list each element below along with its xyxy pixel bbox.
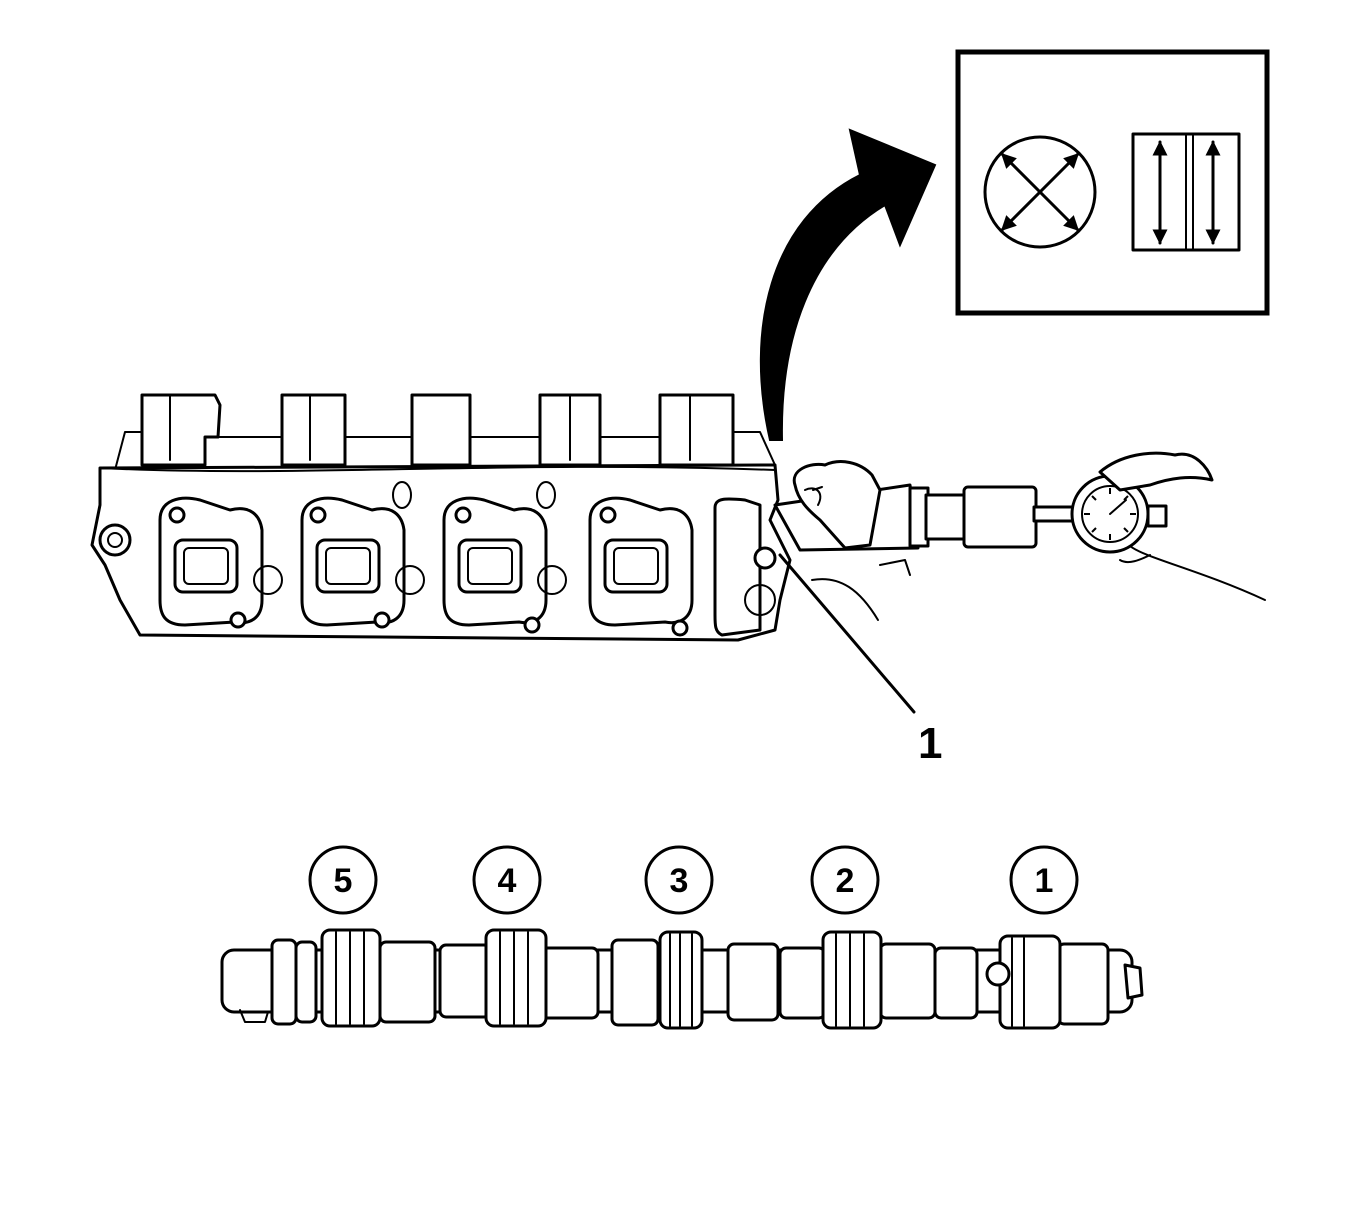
measurement-inset	[955, 49, 1270, 316]
journal-circle	[1009, 845, 1079, 915]
journal-circle	[810, 845, 880, 915]
journal-circle	[644, 845, 714, 915]
taper-measurement-icon	[1131, 132, 1241, 252]
inset-frame	[955, 49, 1270, 316]
cam-lobe	[726, 942, 780, 1022]
journal-circle	[308, 845, 378, 915]
cylinder-head	[90, 393, 792, 642]
head-boss	[98, 523, 132, 557]
cam-lobe	[610, 938, 660, 1027]
journal-label: 2	[836, 862, 855, 900]
exhaust-port	[158, 496, 264, 629]
curved-pointer-arrow	[759, 128, 937, 441]
bearing-journal	[658, 930, 704, 1030]
journal-label: 1	[1035, 862, 1054, 900]
bearing-journal	[484, 928, 548, 1028]
round-bore-diameter-icon	[983, 135, 1097, 249]
exhaust-port	[300, 496, 406, 629]
cam-lobe	[1056, 942, 1110, 1026]
bearing-journal	[985, 934, 1062, 1030]
callout-label: 1	[918, 719, 942, 768]
callout-leader-line	[778, 553, 916, 714]
bearing-journal	[821, 930, 883, 1030]
journal-label: 5	[334, 862, 353, 900]
journal-markers: 5 4 3 2 1	[308, 845, 1079, 915]
cam-lobe	[538, 946, 600, 1020]
journal-label: 3	[670, 862, 689, 900]
bearing-journal	[270, 928, 382, 1028]
exhaust-port	[588, 496, 694, 637]
camshaft	[220, 928, 1144, 1030]
journal-label: 4	[498, 862, 517, 900]
cam-lobe	[778, 946, 827, 1020]
technician-hand	[792, 460, 911, 621]
technician-hand	[1098, 451, 1266, 601]
cam-lobe	[378, 940, 437, 1024]
cam-towers	[140, 393, 735, 467]
cam-lobe	[878, 942, 937, 1020]
cam-lobe	[933, 946, 979, 1020]
exhaust-port	[442, 496, 548, 634]
journal-circle	[472, 845, 542, 915]
cam-lobe	[438, 943, 492, 1019]
